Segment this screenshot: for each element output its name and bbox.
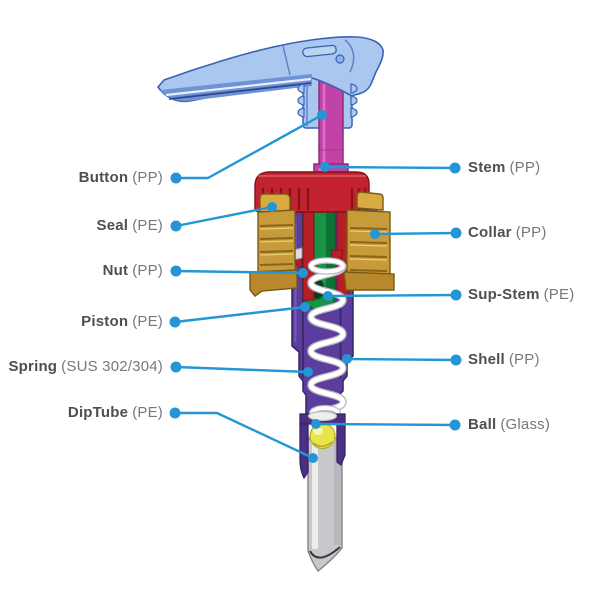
label-sup-stem-material: (PE) [543,286,575,303]
button-part [156,36,384,118]
label-shell-name: Shell [468,351,505,368]
label-piston-name: Piston [81,313,129,330]
collar-part [249,191,395,297]
label-collar-name: Collar [468,224,512,241]
leader-shell [342,354,462,366]
label-nut: Nut(PP) [103,261,163,280]
stem-part [318,79,344,173]
label-ball-name: Ball [468,416,497,433]
leader-sup-stem [323,289,462,301]
button-screw-detail [335,54,345,64]
label-button-name: Button [78,169,129,186]
label-spring-name: Spring [8,358,58,375]
leader-spring [170,361,313,377]
label-sup-stem: Sup-Stem(PE) [468,285,574,304]
label-seal: Seal(PE) [97,216,163,235]
dip-tube-part [307,436,343,573]
label-stem: Stem(PP) [468,158,540,177]
label-nut-name: Nut [102,262,129,279]
ball-housing [299,410,346,425]
leader-button [170,110,327,184]
label-nut-material: (PP) [132,262,163,279]
label-piston: Piston(PE) [81,312,163,331]
leader-collar [370,227,462,239]
shell-legs [299,423,346,480]
label-diptube: DipTube(PE) [68,403,163,422]
leader-diptube [169,407,318,463]
leader-seal [170,202,277,232]
label-stem-name: Stem [468,159,506,176]
label-shell: Shell(PP) [468,350,540,369]
label-diptube-material: (PE) [132,404,163,421]
label-collar: Collar(PP) [468,223,547,242]
leader-ball [311,419,461,431]
label-piston-material: (PE) [132,313,163,330]
label-spring-material: (SUS 302/304) [61,358,163,375]
leader-nut [170,265,308,278]
leader-piston [169,302,310,328]
label-diptube-name: DipTube [67,404,129,421]
label-ball-material: (Glass) [500,416,551,433]
label-sup-stem-name: Sup-Stem [468,286,540,303]
label-spring: Spring(SUS 302/304) [8,357,163,376]
leader-stem [320,162,461,174]
label-collar-material: (PP) [515,224,547,241]
label-ball: Ball(Glass) [468,415,550,434]
button-slot [302,44,337,58]
label-seal-material: (PE) [132,217,163,234]
label-stem-material: (PP) [509,159,541,176]
label-button-material: (PP) [132,169,163,186]
label-button: Button(PP) [79,168,163,187]
label-seal-name: Seal [96,217,129,234]
label-shell-material: (PP) [508,351,540,368]
